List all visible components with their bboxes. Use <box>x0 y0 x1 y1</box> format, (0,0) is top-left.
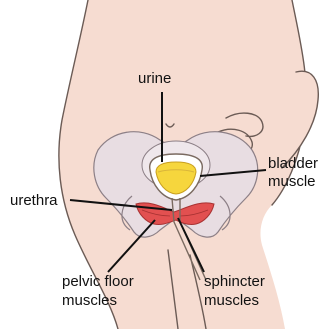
label-pelvic-muscles: muscles <box>62 292 117 309</box>
label-pelvic-floor: pelvic floor <box>62 273 134 290</box>
label-bladder-muscle: muscle <box>268 173 316 190</box>
label-bladder: bladder <box>268 155 318 172</box>
label-urethra: urethra <box>10 192 58 209</box>
label-sphincter: sphincter <box>204 273 265 290</box>
label-urine: urine <box>138 70 171 87</box>
label-sphincter-muscles: muscles <box>204 292 259 309</box>
